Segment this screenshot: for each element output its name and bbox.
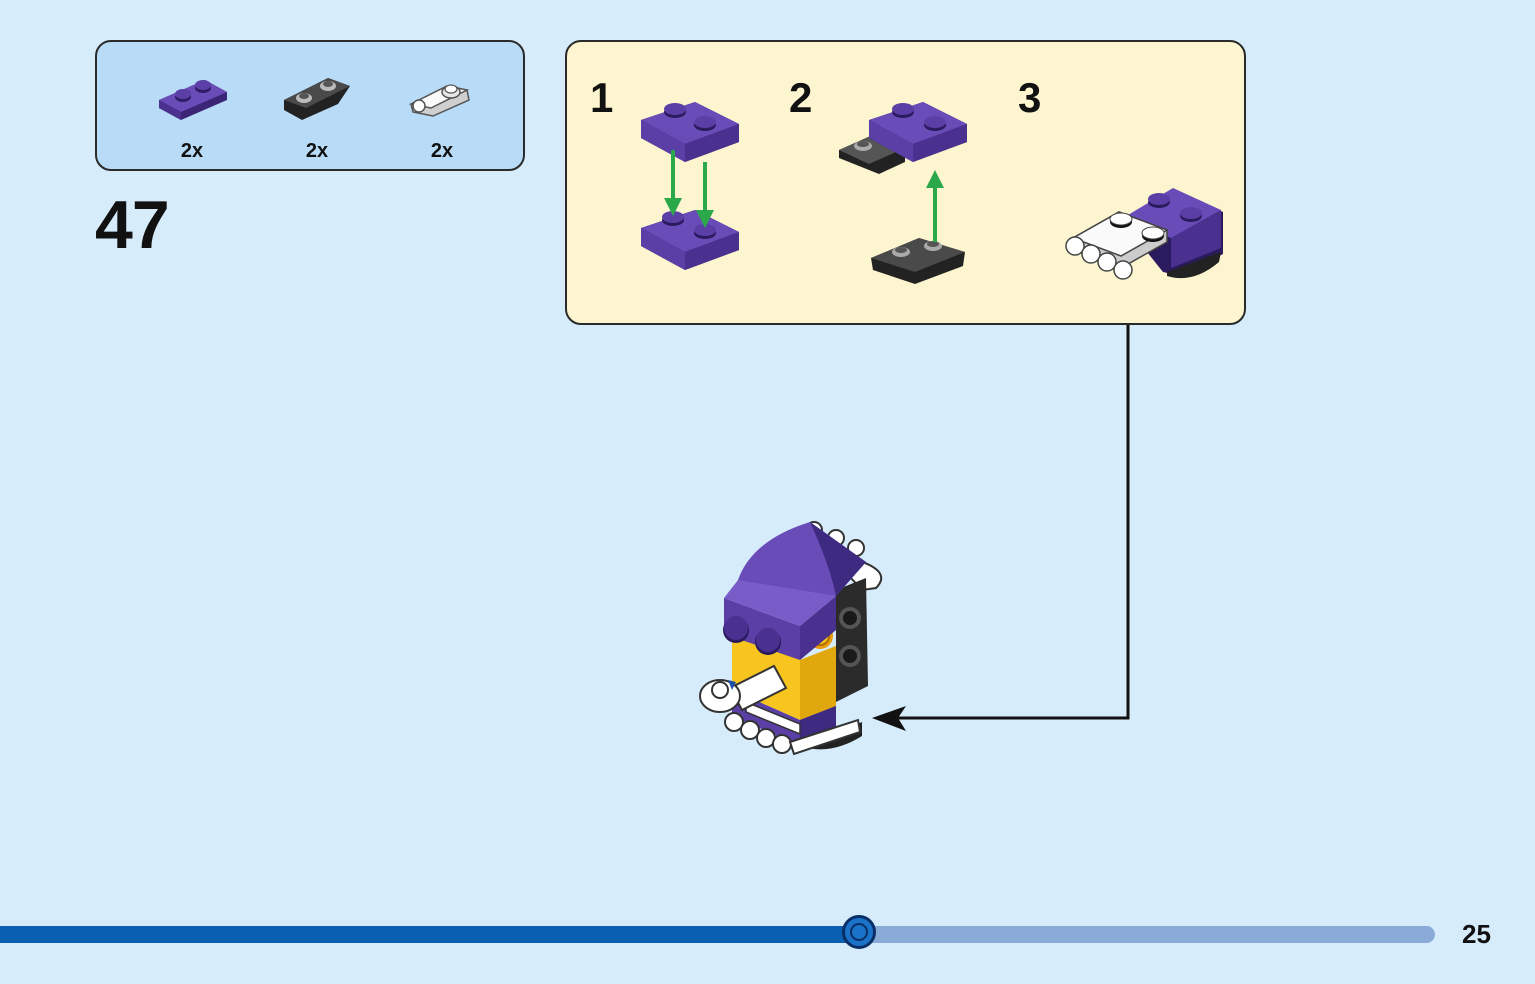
substep-label-1: 1 — [590, 74, 614, 121]
progress-knob-icon — [842, 915, 876, 949]
part-white-clip-plate: 2x — [397, 54, 487, 164]
part-qty: 2x — [305, 140, 329, 162]
substep-label-2: 2 — [789, 74, 813, 121]
substep-box: 1 2 3 — [565, 40, 1246, 325]
black-plate-icon — [284, 78, 350, 120]
main-model-illustration — [699, 521, 883, 756]
white-clip-plate-icon — [408, 84, 470, 117]
parts-list-box: 2x 2x 2x — [95, 40, 525, 171]
part-black-inverted-plate: 2x — [272, 54, 362, 164]
substep-1-illustration — [641, 102, 739, 270]
progress-bar — [0, 915, 1435, 949]
part-purple-plate: 2x — [147, 54, 237, 164]
progress-fill — [0, 926, 861, 943]
step-number: 47 — [95, 187, 170, 263]
page-number: 25 — [1462, 919, 1491, 949]
substep-label-3: 3 — [1018, 74, 1042, 121]
purple-plate-icon — [159, 80, 227, 120]
substep-3-illustration — [1065, 188, 1223, 280]
part-qty: 2x — [430, 140, 454, 162]
substep-2-illustration — [839, 102, 967, 284]
part-qty: 2x — [180, 140, 204, 162]
